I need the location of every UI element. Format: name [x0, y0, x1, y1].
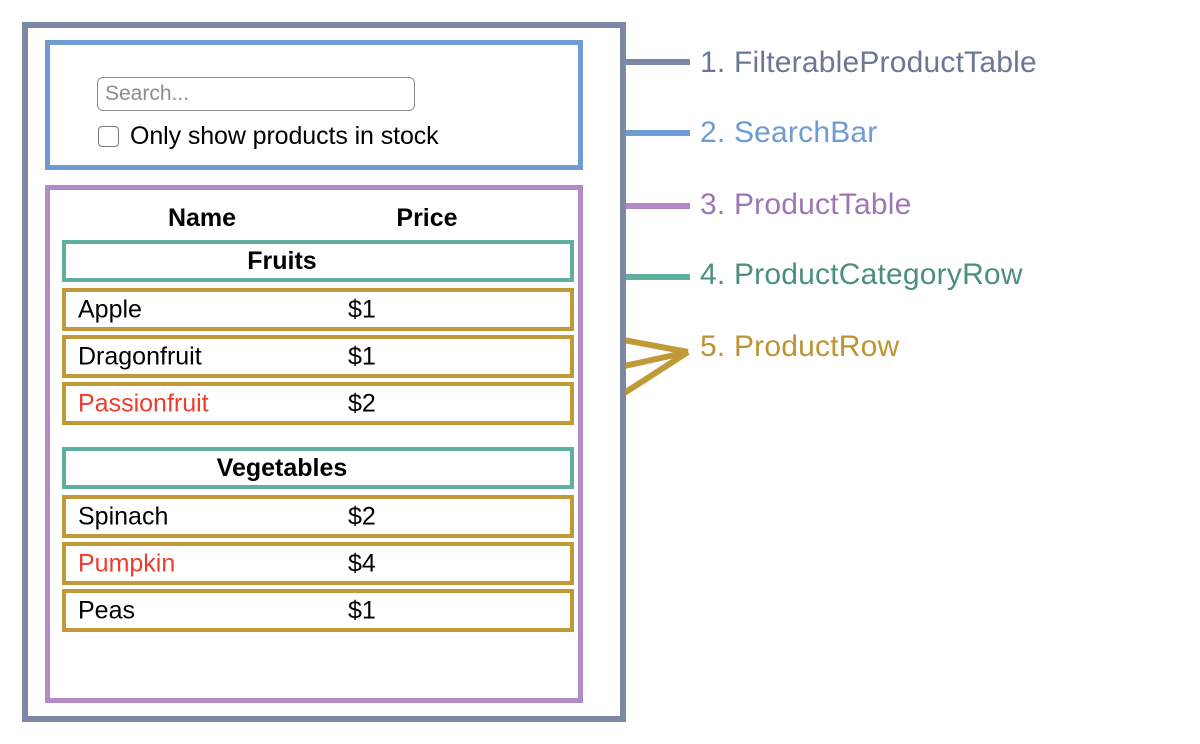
product-price: $1 — [348, 295, 376, 323]
search-bar-frame: Only show products in stock — [45, 40, 583, 170]
product-name: Apple — [78, 295, 142, 323]
product-category-label: Vegetables — [216, 453, 348, 482]
product-table: Name Price Fruits Apple $1 Dragonfruit $… — [62, 197, 574, 636]
product-price: $1 — [348, 596, 376, 624]
product-category-label: Fruits — [247, 246, 317, 275]
product-category-row: Fruits — [62, 240, 574, 282]
in-stock-checkbox-label: Only show products in stock — [130, 122, 439, 150]
product-name: Spinach — [78, 502, 169, 530]
legend-item-product-category-row: 4. ProductCategoryRow — [700, 258, 1023, 291]
in-stock-checkbox[interactable] — [98, 126, 119, 147]
legend-item-filterable-product-table: 1. FilterableProductTable — [700, 46, 1037, 79]
product-category-row: Vegetables — [62, 447, 574, 489]
legend-item-product-row: 5. ProductRow — [700, 330, 900, 363]
product-name: Peas — [78, 596, 135, 624]
product-row: Pumpkin $4 — [62, 542, 574, 585]
column-header-price: Price — [396, 204, 458, 232]
product-row: Peas $1 — [62, 589, 574, 632]
category-group-spacer — [62, 429, 574, 447]
product-name: Dragonfruit — [78, 342, 202, 370]
search-input[interactable] — [97, 77, 415, 111]
product-row: Spinach $2 — [62, 495, 574, 538]
product-name: Pumpkin — [78, 549, 176, 577]
product-name: Passionfruit — [78, 389, 209, 417]
product-price: $2 — [348, 502, 376, 530]
column-header-name: Name — [167, 204, 237, 232]
product-row: Passionfruit $2 — [62, 382, 574, 425]
product-price: $2 — [348, 389, 376, 417]
product-price: $1 — [348, 342, 376, 370]
product-row: Dragonfruit $1 — [62, 335, 574, 378]
product-row: Apple $1 — [62, 288, 574, 331]
product-price: $4 — [348, 549, 376, 577]
product-table-frame: Name Price Fruits Apple $1 Dragonfruit $… — [45, 185, 583, 703]
in-stock-filter-row[interactable]: Only show products in stock — [98, 122, 439, 151]
legend-item-search-bar: 2. SearchBar — [700, 116, 878, 149]
legend-item-product-table: 3. ProductTable — [700, 188, 912, 221]
table-header-row: Name Price — [62, 197, 574, 240]
